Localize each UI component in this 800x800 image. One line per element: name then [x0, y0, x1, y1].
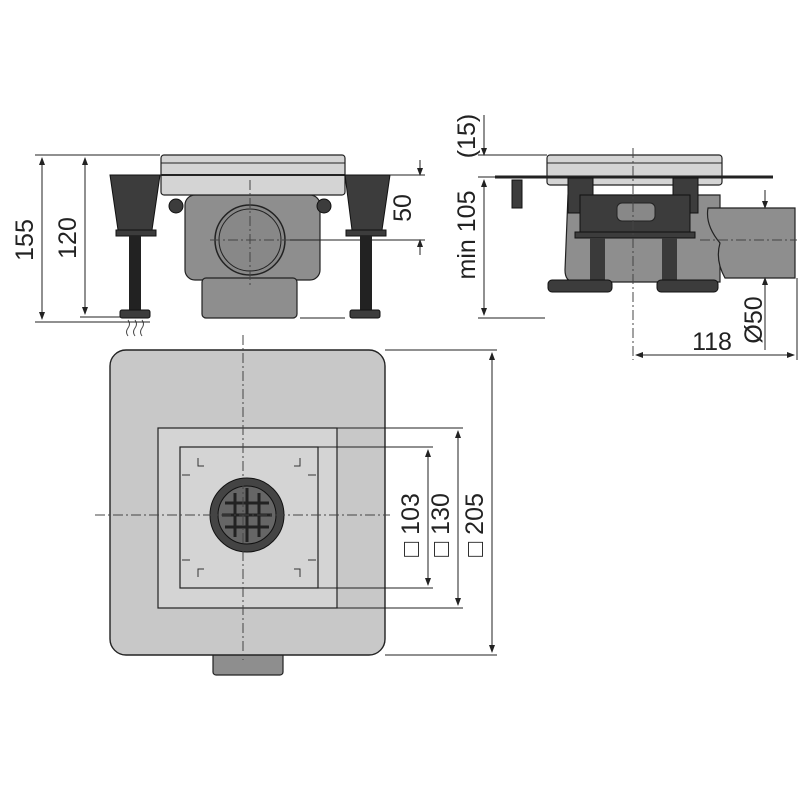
dim-103: □ 103: [397, 493, 425, 557]
plan-view: □ 103 □ 130 □ 205: [95, 335, 497, 676]
dim-155: 155: [11, 219, 39, 261]
side-view: (15) min 105 Ø50 118: [453, 114, 798, 360]
front-view: 155 120 50: [11, 154, 425, 337]
dim-120: 120: [54, 217, 82, 259]
dim-min-105: min 105: [453, 191, 481, 280]
dim-118: 118: [692, 328, 732, 356]
side-outlet-pipe: [706, 207, 796, 279]
dim-50: 50: [389, 194, 417, 222]
dim-15: (15): [453, 114, 481, 158]
dim-diameter-50: Ø50: [740, 296, 768, 343]
right-leg: [344, 174, 391, 319]
dim-205: □ 205: [461, 493, 489, 557]
left-leg: [109, 174, 161, 337]
dim-130: □ 130: [427, 493, 455, 557]
